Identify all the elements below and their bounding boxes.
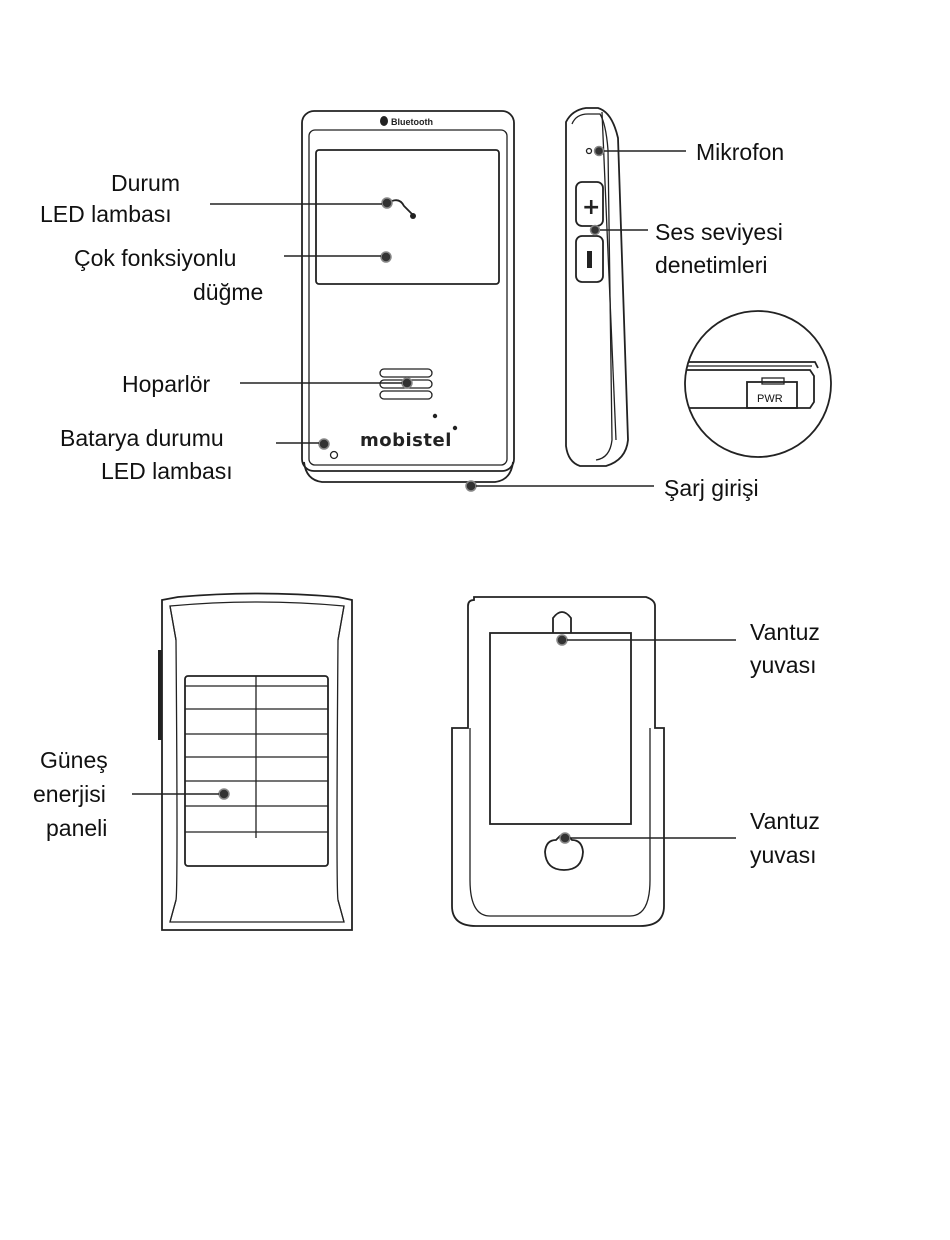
front-view: Bluetooth mobistel Durum LED [40,111,759,501]
label-multi-button-line1: Çok fonksiyonlu [74,245,236,271]
solar-device-top-bevel [170,606,344,640]
power-switch-knob [762,378,784,384]
label-suction-top-line1: Vantuz [750,619,820,645]
label-volume-line1: Ses seviyesi [655,219,783,245]
front-screen [316,150,499,284]
brand-name: mobistel [360,430,452,451]
power-switch-detail: PWR [680,311,831,457]
solar-panel-pointer [219,789,229,799]
solar-device-inner [170,602,344,922]
mount-device-body [452,597,664,926]
label-suction-top-line2: yuvası [750,652,816,678]
solar-device-bottom-bevel [170,900,344,922]
status-led-icon [392,200,412,214]
indicator-dot-1 [433,414,437,418]
bluetooth-logo: Bluetooth [380,116,433,127]
side-device-body [566,108,628,466]
side-view: + Mikrofon Ses seviyesi denetimleri [566,108,784,466]
solar-device-body [162,594,352,931]
label-speaker: Hoparlör [122,371,211,397]
suction-slot-top-pointer [557,635,567,645]
label-status-led-line2: LED lambası [40,201,172,227]
bluetooth-icon [380,116,388,126]
side-button-strip [158,650,162,740]
side-device-inner [572,114,612,460]
label-suction-bottom-line2: yuvası [750,842,816,868]
charge-port-pointer [466,481,476,491]
power-switch-label: PWR [757,393,783,405]
mount-device-inner [470,728,650,916]
microphone-pointer [595,147,604,156]
indicator-dot-2 [453,426,457,430]
label-solar-line2: enerjisi [33,781,106,807]
status-led-pointer [382,198,392,208]
detail-circle [685,311,831,457]
speaker-grille [380,369,432,399]
suction-slot-top [553,612,571,633]
multi-button-pointer [381,252,391,262]
label-status-led-line1: Durum [111,170,180,196]
label-battery-led-line2: LED lambası [101,458,233,484]
label-charge-port: Şarj girişi [664,475,759,501]
label-multi-button-line2: düğme [193,279,263,305]
front-device-body [302,111,514,471]
label-suction-bottom-line1: Vantuz [750,808,820,834]
status-led-dot [410,213,416,219]
front-device-inner-frame [309,130,507,465]
mount-view: Vantuz yuvası Vantuz yuvası [452,597,820,926]
suction-slot-bottom-pointer [560,833,570,843]
label-battery-led-line1: Batarya durumu [60,425,224,451]
speaker-pointer [402,378,412,388]
label-solar-line3: paneli [46,815,107,841]
volume-pointer [591,226,600,235]
battery-led-pointer [319,439,329,449]
side-device-edge [602,112,616,440]
microphone-hole [587,149,592,154]
label-solar-line1: Güneş [40,747,108,773]
solar-view: Güneş enerjisi paneli [33,594,352,931]
minus-icon [587,251,592,268]
label-microphone: Mikrofon [696,139,784,165]
mount-plate [490,633,631,824]
plus-icon: + [582,195,600,220]
bluetooth-text: Bluetooth [391,117,433,127]
battery-led-ring [331,452,338,459]
label-volume-line2: denetimleri [655,252,768,278]
solar-panel-cells [185,676,328,838]
detail-edge-top [680,362,818,368]
